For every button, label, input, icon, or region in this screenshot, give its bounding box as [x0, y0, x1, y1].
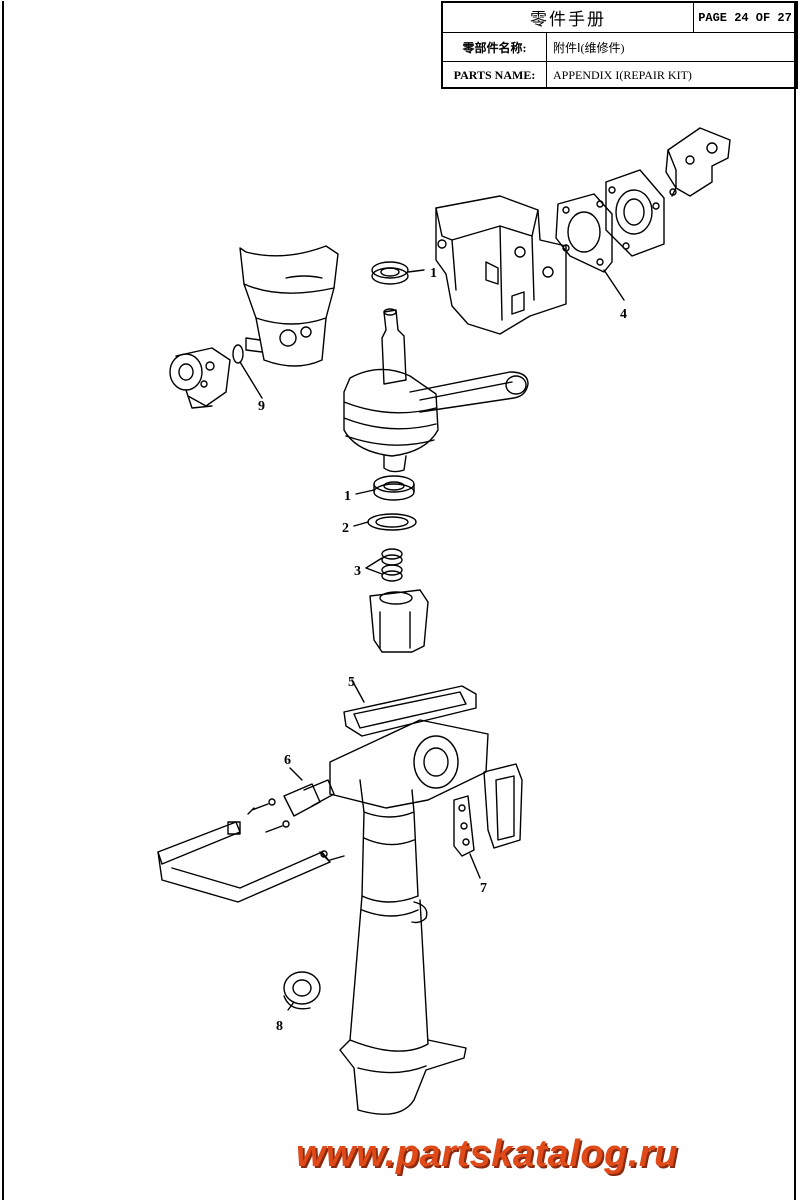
name-row-en: PARTS NAME: APPENDIX I(REPAIR KIT) — [443, 62, 796, 89]
callout-6: 6 — [284, 753, 291, 768]
parts-name-value-cn: 附件Ⅰ(维修件) — [553, 40, 625, 55]
gasket-5 — [343, 679, 477, 737]
plug-8 — [283, 971, 321, 1011]
callout-1-top: 1 — [430, 266, 437, 281]
parts-name-label-en: PARTS NAME: — [443, 62, 547, 89]
crankcase — [435, 195, 567, 335]
bracket-6 — [283, 767, 335, 817]
carburetor-housing — [239, 245, 339, 367]
needle-bearings-3 — [365, 548, 403, 582]
manual-title: 零件手册 — [530, 10, 606, 29]
o-ring-9 — [232, 344, 263, 399]
title-block: 零件手册 PAGE 24 OF 27 零部件名称: 附件Ⅰ(维修件) PARTS… — [441, 1, 798, 89]
midsection-housing — [329, 719, 489, 1115]
callout-8: 8 — [276, 1019, 283, 1034]
page-number: PAGE 24 OF 27 — [693, 3, 796, 32]
lower-crankcase — [369, 589, 429, 653]
callout-7: 7 — [480, 881, 487, 896]
engine-bracket — [665, 127, 731, 197]
exhaust-cover — [483, 763, 523, 849]
gasket-2 — [353, 513, 417, 531]
callout-1-middle: 1 — [344, 489, 351, 504]
title-row: 零件手册 PAGE 24 OF 27 — [443, 3, 796, 33]
oil-seal-top — [371, 261, 425, 285]
callout-5: 5 — [348, 675, 355, 690]
callout-4: 4 — [620, 307, 627, 322]
crankshaft — [343, 308, 529, 473]
tiller-handle — [157, 821, 331, 903]
callout-2: 2 — [342, 521, 349, 536]
parts-name-value-en: APPENDIX I(REPAIR KIT) — [553, 68, 692, 82]
callout-3: 3 — [354, 564, 361, 579]
bearing-middle — [355, 475, 415, 501]
watermark: www.partskatalog.ru — [296, 1133, 678, 1175]
name-row-cn: 零部件名称: 附件Ⅰ(维修件) — [443, 33, 796, 62]
crankcase-cover — [605, 169, 665, 257]
leader-4 — [603, 269, 625, 301]
callout-9: 9 — [258, 399, 265, 414]
bolts — [247, 798, 345, 861]
carburetor — [169, 347, 231, 409]
gasket-7 — [453, 795, 481, 879]
parts-name-label-cn: 零部件名称: — [443, 33, 547, 61]
gasket-4 — [555, 193, 613, 273]
